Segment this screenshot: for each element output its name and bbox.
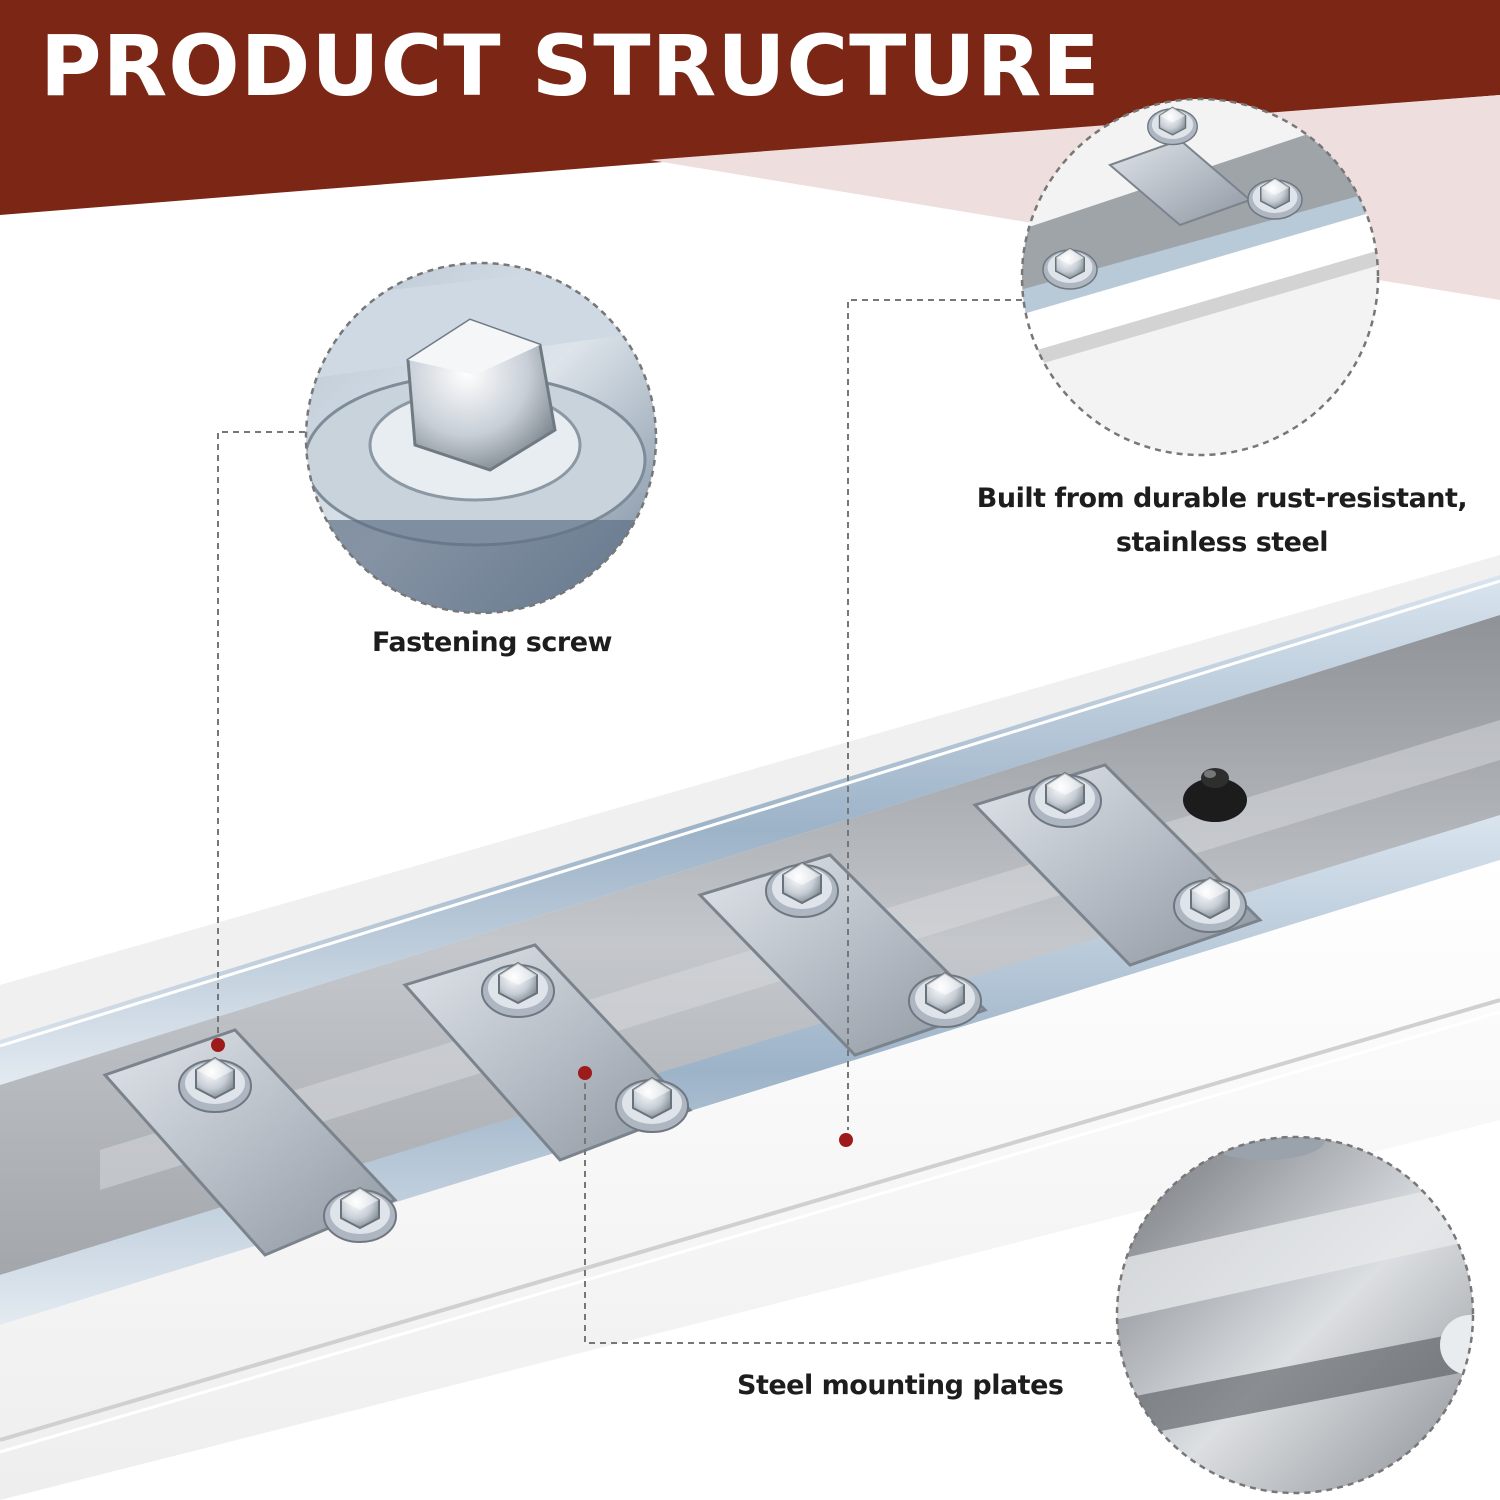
leader-lines [217, 299, 1120, 1344]
screw-zoom-circle [304, 261, 658, 615]
fastening-screw-label: Fastening screw [372, 627, 612, 658]
mounting-plates-label: Steel mounting plates [737, 1370, 1064, 1401]
plates-zoom-circle [1115, 1135, 1475, 1495]
upper-rail [0, 575, 1500, 1085]
mounting-plate [102, 1028, 398, 1257]
board-front-face [0, 860, 1500, 1500]
plates-marker-icon [578, 1066, 592, 1080]
steel-zoom-circle [1020, 97, 1380, 457]
page-title: PRODUCT STRUCTURE [40, 17, 1101, 115]
stainless-steel-label-line2: stainless steel [1115, 527, 1329, 558]
steel-marker-icon [839, 1133, 853, 1147]
plug-knob-icon [1183, 768, 1247, 822]
product-assembly [0, 555, 1500, 1500]
screw-marker-icon [211, 1038, 225, 1052]
header-band [0, 0, 1500, 215]
stainless-steel-label: Built from durable rust-resistant, stain… [962, 477, 1482, 565]
stainless-steel-label-line1: Built from durable rust-resistant, [976, 483, 1468, 514]
plates-leader-line [584, 1072, 1120, 1344]
steel-leader-line [847, 299, 1022, 1130]
